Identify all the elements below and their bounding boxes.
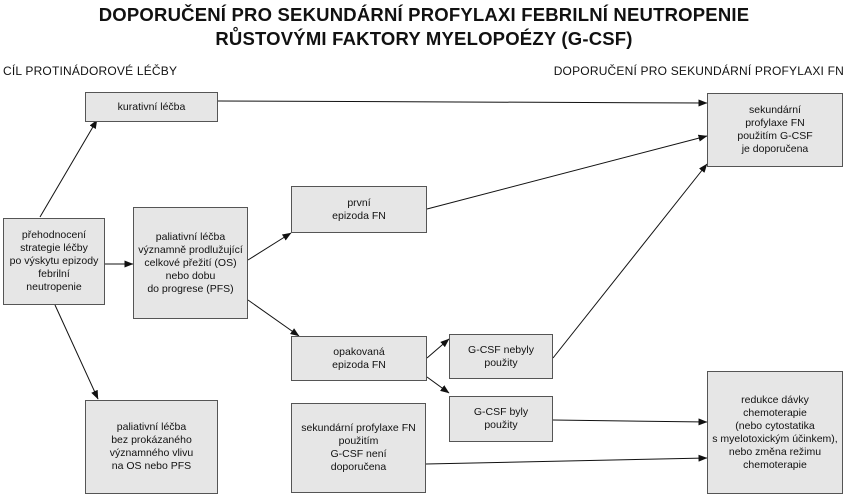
left-column-header: CÍL PROTINÁDOROVÉ LÉČBY bbox=[3, 64, 178, 78]
arrow-not-recommended-to-dose-reduction bbox=[425, 454, 708, 465]
box-dose-reduction: redukce dávky chemoterapie (nebo cytosta… bbox=[707, 371, 843, 494]
box-curative-treatment: kurativní léčba bbox=[85, 92, 218, 122]
arrow-repeated-to-not-used bbox=[426, 338, 450, 359]
arrow-first-to-recommended bbox=[426, 134, 708, 210]
box-palliative-no-effect: paliativní léčba bez prokázaného významn… bbox=[85, 400, 218, 494]
diagram-title-line1: DOPORUČENÍ PRO SEKUNDÁRNÍ PROFYLAXI FEBR… bbox=[98, 4, 750, 25]
box-palliative-prolonging-os-pfs: paliativní léčba významně prodlužující c… bbox=[133, 207, 248, 319]
arrow-used-to-dose-reduction bbox=[552, 418, 708, 426]
box-gcsf-used: G-CSF byly použity bbox=[449, 396, 553, 442]
arrow-reassessment-to-curative bbox=[39, 119, 98, 218]
arrow-repeated-to-used bbox=[426, 376, 450, 394]
box-prophylaxis-recommended: sekundární profylaxe FN použitím G-CSF j… bbox=[707, 93, 843, 167]
right-column-header: DOPORUČENÍ PRO SEKUNDÁRNÍ PROFYLAXI FN bbox=[553, 64, 844, 78]
box-first-fn-episode: první epizoda FN bbox=[291, 186, 427, 233]
box-strategy-reassessment: přehodnocení strategie léčby po výskytu … bbox=[3, 218, 105, 305]
diagram-title-line2: RŮSTOVÝMI FAKTORY MYELOPOÉZY (G-CSF) bbox=[215, 28, 633, 49]
box-gcsf-not-used: G-CSF nebyly použity bbox=[449, 334, 553, 379]
arrow-not-used-to-recommended bbox=[552, 163, 708, 359]
arrow-curative-to-recommended bbox=[217, 99, 708, 107]
arrow-reassessment-to-palliative-no bbox=[54, 304, 99, 400]
box-repeated-fn-episode: opakovaná epizoda FN bbox=[291, 336, 427, 381]
box-prophylaxis-not-recommended: sekundární profylaxe FN použitím G-CSF n… bbox=[291, 403, 426, 493]
arrow-palliative-os-to-repeated bbox=[247, 299, 300, 337]
arrow-palliative-os-to-first bbox=[247, 232, 292, 261]
